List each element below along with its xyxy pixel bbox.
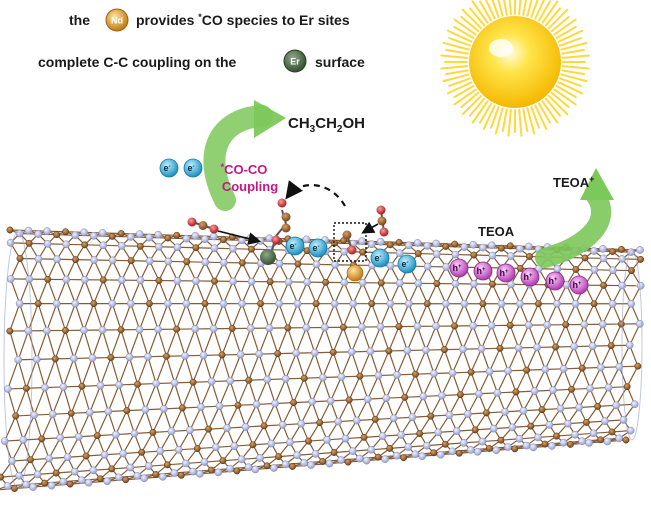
surface-electrons: e-e-e-e-	[285, 236, 417, 274]
svg-text:h+: h+	[476, 266, 486, 276]
svg-text:e-: e-	[312, 243, 319, 253]
electron-icon: e-	[397, 254, 417, 274]
nd-badge-icon	[105, 8, 129, 32]
svg-text:h+: h+	[499, 268, 509, 278]
product-ethanol: CH3CH2OH	[288, 115, 365, 135]
er-atom-icon	[260, 249, 276, 265]
co-molecule-vertical-icon	[376, 205, 389, 237]
nd-badge-label: Nd	[111, 16, 123, 26]
hole-icon: h+	[545, 271, 565, 291]
legend-line-nd: the Nd provides *CO species to Er sites	[69, 8, 350, 32]
svg-text:e-: e-	[187, 163, 194, 173]
surface-holes: h+ h+ h+ h+ h+ h+	[449, 258, 589, 295]
electron-icon: e-	[308, 238, 328, 258]
er-badge-label: Er	[290, 57, 300, 67]
green-arrow-product-icon	[203, 100, 286, 211]
legend-er-prefix: complete C-C coupling on the	[38, 54, 237, 70]
legend-nd-text: provides *CO species to Er sites	[136, 12, 350, 28]
hole-icon: h+	[569, 275, 589, 295]
coupled-co-chain-icon	[260, 198, 291, 265]
electron-pair-top: e- e-	[159, 158, 203, 178]
hole-icon: h+	[520, 267, 540, 287]
legend-nd-prefix: the	[69, 12, 90, 28]
legend-line-er: complete C-C coupling on the Er surface	[38, 49, 365, 73]
nanotube-icon	[0, 226, 645, 492]
nd-co-box	[333, 221, 379, 262]
electron-icon: e-	[285, 236, 305, 256]
coupling-label-line2: Coupling	[222, 179, 278, 194]
co-molecule-icon	[187, 217, 262, 245]
svg-text:h+: h+	[548, 276, 558, 286]
electron-icon: e-	[370, 248, 390, 268]
svg-text:h+: h+	[523, 272, 533, 282]
hole-icon: h+	[449, 258, 469, 278]
green-arrow-teoa-icon	[535, 168, 614, 268]
hole-icon: h+	[496, 263, 516, 283]
hole-icon: h+	[473, 261, 493, 281]
er-badge-icon	[283, 49, 307, 73]
coupling-label-line1: *CO-CO	[221, 162, 268, 177]
dashed-transfer-arrow	[285, 180, 346, 207]
teoa-label: TEOA	[478, 224, 515, 239]
legend-er-suffix: surface	[315, 54, 365, 70]
svg-text:h+: h+	[572, 280, 582, 290]
svg-text:e-: e-	[163, 163, 170, 173]
svg-text:e-: e-	[289, 241, 296, 251]
svg-text:e-: e-	[401, 259, 408, 269]
sun-icon	[440, 0, 590, 137]
teoa-oxidized-label: TEOA+	[553, 174, 594, 190]
svg-text:e-: e-	[374, 253, 381, 263]
svg-text:h+: h+	[452, 263, 462, 273]
nd-atom-icon	[346, 264, 364, 282]
